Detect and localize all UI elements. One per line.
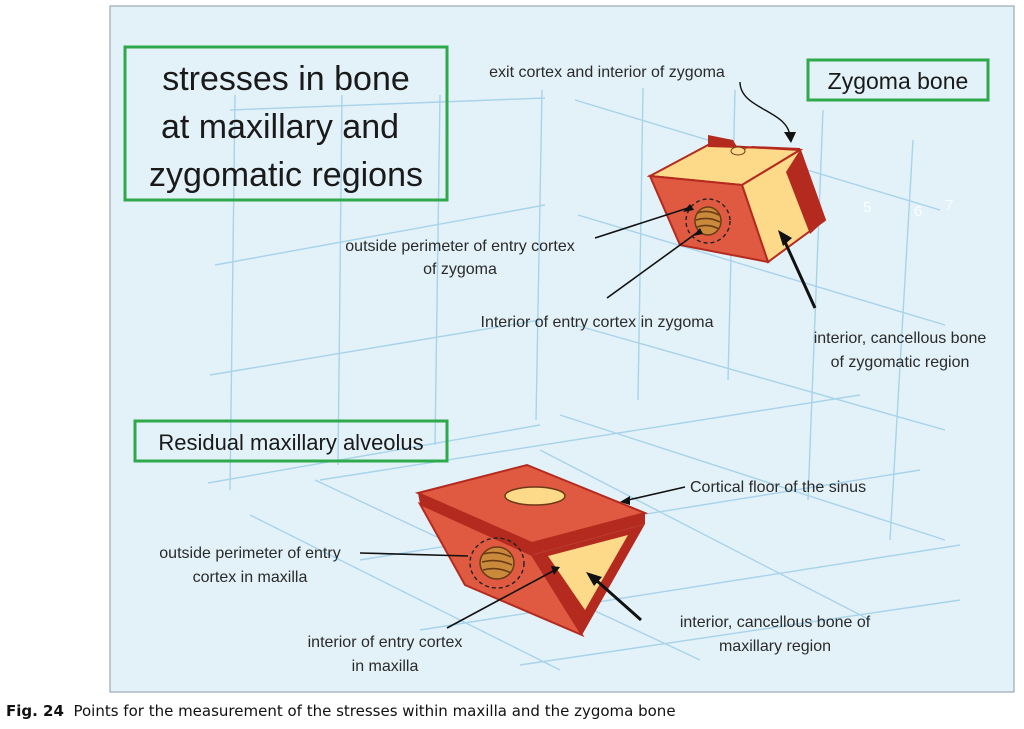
label-outside-entry-maxilla-line1: outside perimeter of entry [159,545,340,562]
leader-lines [359,81,817,629]
label-cancellous-zygoma-line1: interior, cancellous bone [814,330,987,347]
label-cortical-floor: Cortical floor of the sinus [690,479,866,496]
grid-number-7: 7 [945,197,953,214]
title-line-1: stresses in bone [162,60,410,98]
label-cancellous-maxilla-line1: interior, cancellous bone of [680,614,871,631]
label-outside-entry-maxilla-line2: cortex in maxilla [193,569,308,586]
zygoma-block [646,135,827,264]
zygoma-bone-label: Zygoma bone [828,68,969,94]
title-line-3: zygomatic regions [149,156,423,194]
caption-text: Points for the measurement of the stress… [73,702,676,720]
label-interior-entry-zygoma: Interior of entry cortex in zygoma [481,314,714,331]
maxilla-box-label: Residual maxillary alveolus [158,430,423,455]
title-box: stresses in bone at maxillary and zygoma… [123,45,449,202]
label-outside-entry-zygoma-line2: of zygoma [423,261,497,278]
label-exit-cortex: exit cortex and interior of zygoma [489,64,725,81]
maxilla-screw-hole [469,537,525,589]
caption-prefix: Fig. 24 [6,702,64,720]
grid-number-6: 6 [914,203,922,220]
label-cancellous-zygoma-line2: of zygomatic region [831,354,970,371]
maxilla-block [414,463,649,638]
grid-number-5: 5 [863,199,871,216]
label-interior-entry-maxilla-line1: interior of entry cortex [308,634,463,651]
perspective-grid [207,87,961,671]
label-cancellous-maxilla-line2: maxillary region [719,638,831,655]
maxilla-box: Residual maxillary alveolus [133,419,449,463]
zygoma-screw-hole [685,198,731,244]
label-outside-entry-zygoma-line1: outside perimeter of entry cortex [345,238,574,255]
label-interior-entry-maxilla-line2: in maxilla [352,658,419,675]
zygoma-bone-box: Zygoma bone [806,58,990,102]
title-line-2: at maxillary and [161,108,399,146]
figure-caption: Fig. 24 Points for the measurement of th… [6,702,676,720]
